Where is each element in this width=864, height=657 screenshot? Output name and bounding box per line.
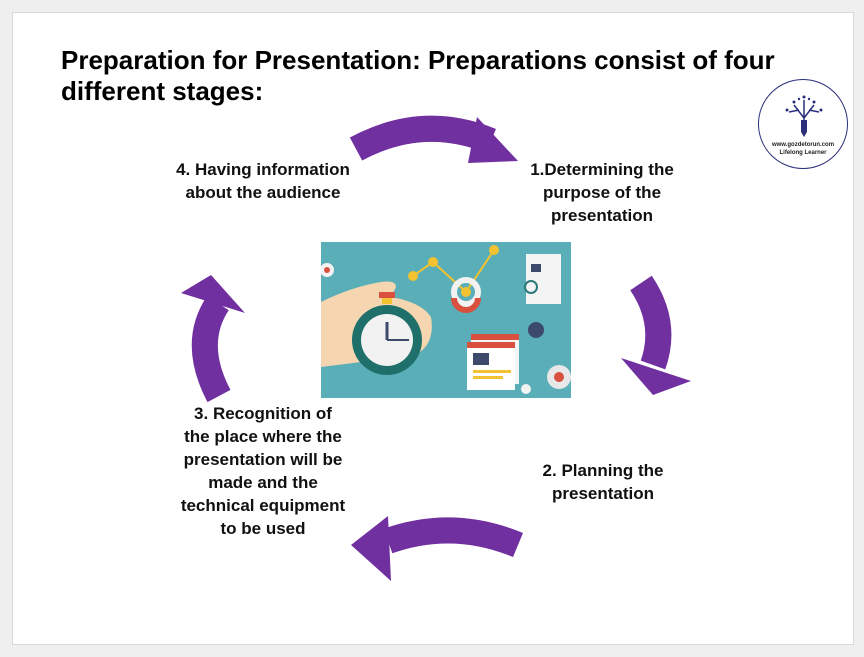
slide-title: Preparation for Presentation: Preparatio… — [61, 45, 775, 106]
tree-pencil-icon — [785, 95, 823, 137]
arrow-right — [630, 275, 672, 370]
arrowhead-top — [468, 117, 518, 163]
logo-tagline: Lifelong Learner — [779, 150, 827, 156]
stage-2-label: 2. Planning the presentation — [542, 461, 664, 503]
stage-3-label: 3. Recognition of the place where the pr… — [180, 404, 346, 538]
logo: www.gozdetorun.com Lifelong Learner — [758, 79, 848, 169]
arrow-bottom — [383, 517, 523, 558]
stage-4-label: 4. Having information about the audience — [176, 160, 350, 202]
stage-1-label: 1.Determining the purpose of the present… — [530, 160, 674, 225]
cycle-arrows — [181, 115, 691, 581]
logo-url: www.gozdetorun.com — [771, 142, 835, 148]
stopwatch-illustration — [321, 242, 571, 398]
arrowhead-right — [621, 358, 691, 395]
arrow-top — [349, 115, 496, 161]
arrow-left — [191, 295, 231, 403]
slide: Preparation for Presentation: Preparatio… — [12, 12, 854, 645]
arrowhead-bottom — [351, 516, 391, 581]
arrowhead-left — [181, 275, 245, 313]
